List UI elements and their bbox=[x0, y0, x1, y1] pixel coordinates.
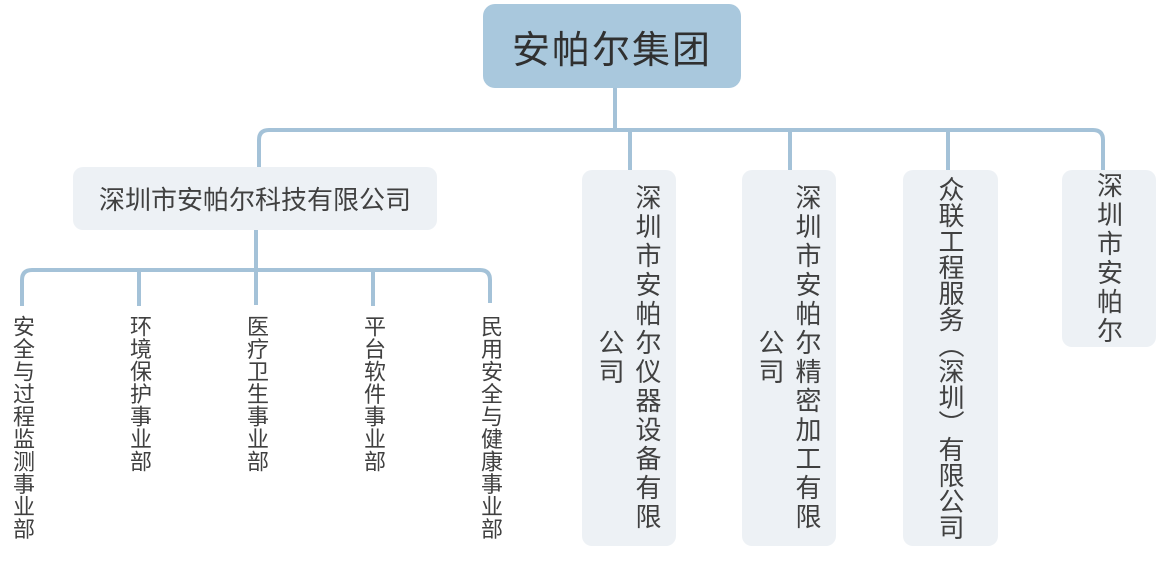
subsidiary-node-zhonglian: 众联工程服务（深圳）有限公司 bbox=[903, 170, 998, 546]
department-node-environmental-protection: 环境保护事业部 bbox=[127, 315, 152, 473]
subsidiary-node-precision: 深圳市安帕尔精密加工有限公司 bbox=[742, 170, 836, 546]
subsidiary-node-zhonglian-label: 众联工程服务（深圳）有限公司 bbox=[935, 176, 965, 540]
subsidiary-node-precision-label: 深圳市安帕尔精密加工有限公司 bbox=[755, 184, 822, 532]
department-node-civil-safety-health: 民用安全与健康事业部 bbox=[478, 315, 503, 540]
subsidiary-node-anpaer: 深圳市安帕尔 bbox=[1062, 170, 1156, 347]
root-node: 安帕尔集团 bbox=[483, 4, 741, 88]
department-node-safety-process-monitoring: 安全与过程监测事业部 bbox=[10, 315, 35, 540]
root-node-label: 安帕尔集团 bbox=[511, 29, 712, 72]
connector-dept-bus bbox=[20, 268, 492, 306]
connector-level2-bus bbox=[257, 128, 1105, 170]
subsidiary-node-tech-label: 深圳市安帕尔科技有限公司 bbox=[98, 185, 411, 215]
subsidiary-node-instruments-label: 深圳市安帕尔仪器设备有限公司 bbox=[595, 184, 662, 532]
subsidiary-node-tech: 深圳市安帕尔科技有限公司 bbox=[73, 167, 437, 230]
subsidiary-node-anpaer-label: 深圳市安帕尔 bbox=[1093, 171, 1124, 346]
subsidiary-node-instruments: 深圳市安帕尔仪器设备有限公司 bbox=[582, 170, 676, 546]
department-node-medical-health: 医疗卫生事业部 bbox=[244, 315, 269, 473]
department-node-platform-software: 平台软件事业部 bbox=[361, 315, 386, 473]
